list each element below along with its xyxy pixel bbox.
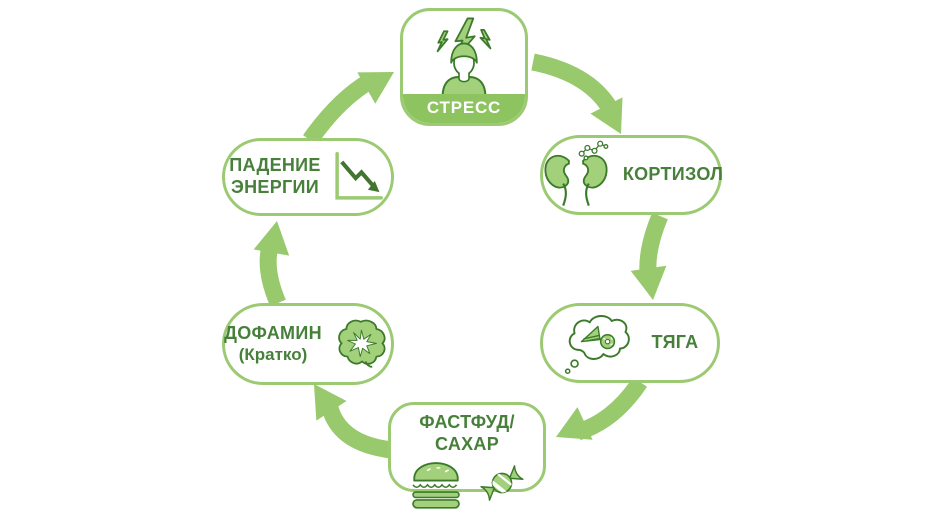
stress-label: СТРЕСС — [426, 98, 502, 118]
arrow-stress-to-cortisol — [531, 53, 621, 119]
thought-bubble-sweets-icon — [562, 310, 638, 376]
energy-drop-label-line2: ЭНЕРГИИ — [230, 177, 319, 197]
cortisol-label: КОРТИЗОЛ — [622, 164, 724, 185]
node-stress: СТРЕСС — [400, 8, 528, 126]
arrowhead — [314, 384, 347, 421]
declining-chart-icon — [329, 150, 387, 204]
arrowhead — [357, 72, 394, 104]
arrow-fastfood-to-dopamine — [321, 405, 394, 459]
arrow-craving-to-fastfood — [575, 377, 648, 441]
node-energy-drop: ПАДЕНИЕ ЭНЕРГИИ — [222, 138, 394, 216]
stress-banner: СТРЕСС — [403, 94, 525, 123]
arrowhead — [590, 97, 623, 134]
stressed-person-icon — [421, 17, 507, 97]
fastfood-label: ФАСТФУД/САХАР — [419, 412, 515, 454]
burger-icon — [405, 457, 467, 509]
node-dopamine: ДОФАМИН (Кратко) — [222, 303, 394, 385]
dopamine-label: ДОФАМИН — [224, 323, 322, 344]
candy-icon — [475, 458, 529, 508]
kidneys-molecule-icon — [539, 139, 613, 211]
arrowhead — [556, 407, 593, 440]
craving-label: ТЯГА — [651, 332, 699, 353]
arrowhead — [253, 221, 290, 256]
arrow-energy-to-stress — [303, 73, 375, 145]
node-fastfood: ФАСТФУД/САХАР — [388, 402, 546, 509]
energy-drop-label-line1: ПАДЕНИЕ — [229, 155, 321, 176]
brain-spark-icon — [332, 316, 392, 372]
arrowhead — [630, 265, 667, 300]
dopamine-sublabel: (Кратко) — [238, 344, 308, 364]
node-craving: ТЯГА — [540, 303, 720, 383]
node-cortisol: КОРТИЗОЛ — [539, 135, 724, 215]
